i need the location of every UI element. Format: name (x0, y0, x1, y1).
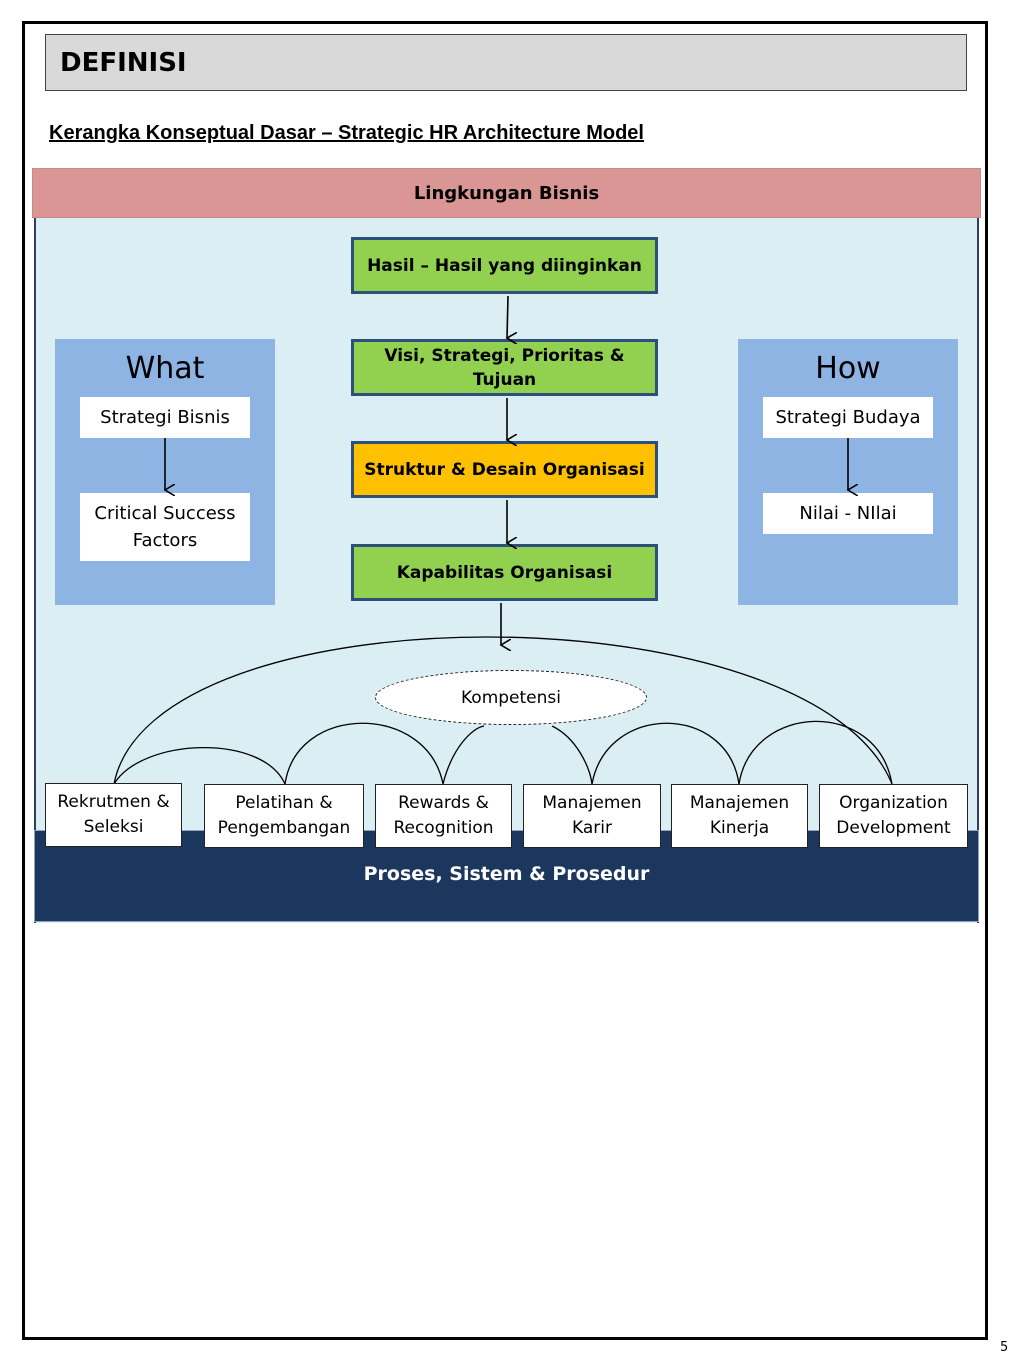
how-title: How (815, 351, 881, 386)
page-frame (22, 21, 988, 1340)
what-item-business-strategy: Strategi Bisnis (80, 397, 250, 438)
what-panel: What Strategi Bisnis Critical Success Fa… (55, 339, 275, 605)
arc (284, 722, 444, 785)
how-item-culture-strategy: Strategi Budaya (763, 397, 933, 438)
diagram-subtitle: Kerangka Konseptual Dasar – Strategic HR… (49, 122, 644, 144)
arc (113, 746, 286, 785)
process-box-performance: Manajemen Kinerja (671, 784, 808, 848)
flow-label: Kapabilitas Organisasi (396, 562, 613, 583)
process-label: Pelatihan & Pengembangan (217, 793, 351, 838)
what-title: What (125, 351, 205, 386)
arc (591, 722, 740, 785)
process-label: Organization Development (836, 793, 951, 838)
section-header: DEFINISI (45, 34, 967, 91)
outer-arc (113, 636, 893, 785)
environment-label: Lingkungan Bisnis (413, 182, 600, 204)
process-label: Rewards & Recognition (393, 793, 494, 838)
flow-label: Visi, Strategi, Prioritas & Tujuan (384, 345, 625, 390)
how-item-values: Nilai - NIlai (763, 493, 933, 534)
what-item-label: Critical Success Factors (94, 503, 236, 551)
hr-architecture-diagram: Lingkungan Bisnis Proses, Sistem & Prose… (32, 168, 981, 923)
foundation-label: Proses, Sistem & Prosedur (363, 863, 650, 885)
section-title: DEFINISI (60, 47, 187, 78)
process-label: Manajemen Kinerja (689, 793, 790, 838)
process-label: Manajemen Karir (542, 793, 642, 838)
process-box-recruitment: Rekrutmen & Seleksi (45, 783, 182, 847)
flow-box-vision: Visi, Strategi, Prioritas & Tujuan (351, 339, 658, 396)
arc (738, 720, 893, 785)
flow-label: Struktur & Desain Organisasi (364, 459, 645, 480)
flow-box-structure: Struktur & Desain Organisasi (351, 441, 658, 498)
flow-box-capability: Kapabilitas Organisasi (351, 544, 658, 601)
page-number: 5 (1000, 1340, 1009, 1355)
arrow-down (507, 295, 508, 338)
process-box-career: Manajemen Karir (523, 784, 661, 848)
flow-label: Hasil – Hasil yang diinginkan (367, 255, 642, 276)
how-item-label: Strategi Budaya (775, 407, 921, 428)
how-item-label: Nilai - NIlai (799, 503, 897, 524)
process-box-rewards: Rewards & Recognition (375, 784, 512, 848)
connector-lines (113, 295, 893, 785)
competency-label: Kompetensi (461, 687, 561, 708)
arc (551, 725, 593, 785)
process-box-org-development: Organization Development (819, 784, 968, 848)
what-item-csf: Critical Success Factors (80, 493, 250, 561)
competency-ellipse: Kompetensi (375, 670, 647, 725)
process-label: Rekrutmen & Seleksi (57, 792, 170, 837)
environment-bar: Lingkungan Bisnis (32, 168, 981, 218)
competency-arcs (113, 636, 893, 785)
flow-box-outcomes: Hasil – Hasil yang diinginkan (351, 237, 658, 294)
what-item-label: Strategi Bisnis (100, 407, 230, 428)
process-box-training: Pelatihan & Pengembangan (204, 784, 364, 848)
arc (442, 725, 485, 785)
